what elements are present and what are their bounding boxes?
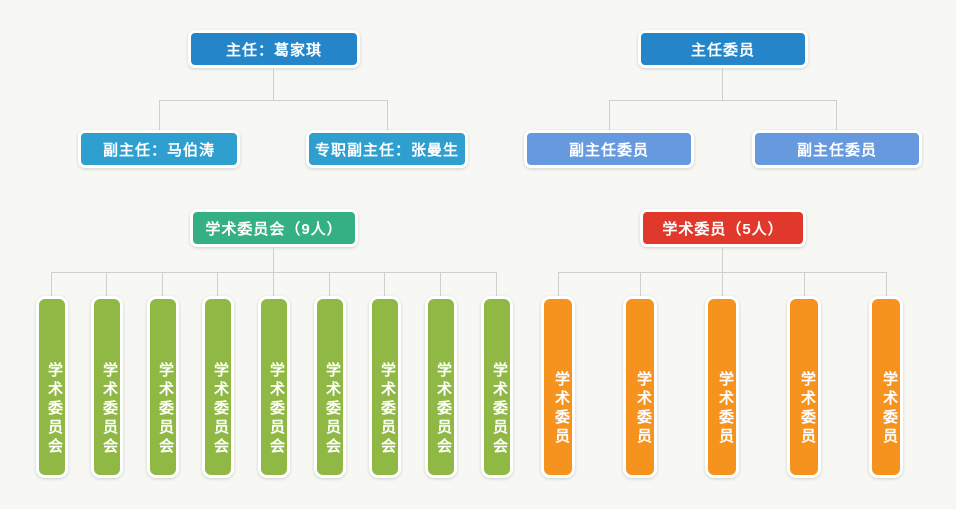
left-member-drop-line-2 bbox=[106, 272, 107, 296]
right-member-drop-line-3 bbox=[722, 272, 723, 296]
left-member-drop-line-6 bbox=[329, 272, 330, 296]
right-member-node-5[interactable]: 学术委员 bbox=[869, 296, 903, 478]
left-member-node-5[interactable]: 学术委员会 bbox=[258, 296, 290, 478]
right-root-node[interactable]: 主任委员 bbox=[638, 30, 808, 68]
left-member-drop-line-3 bbox=[162, 272, 163, 296]
left-member-node-2[interactable]: 学术委员会 bbox=[91, 296, 123, 478]
right-member-node-2[interactable]: 学术委员 bbox=[623, 296, 657, 478]
left-deputy-2-drop-line bbox=[387, 100, 388, 130]
left-member-drop-line-9 bbox=[496, 272, 497, 296]
left-member-node-6[interactable]: 学术委员会 bbox=[314, 296, 346, 478]
right-member-node-4[interactable]: 学术委员 bbox=[787, 296, 821, 478]
left-deputy-1-drop-line bbox=[159, 100, 160, 130]
left-member-node-4[interactable]: 学术委员会 bbox=[202, 296, 234, 478]
right-member-node-1[interactable]: 学术委员 bbox=[541, 296, 575, 478]
left-member-drop-line-1 bbox=[51, 272, 52, 296]
right-deputy-2-drop-line bbox=[836, 100, 837, 130]
left-member-node-3[interactable]: 学术委员会 bbox=[147, 296, 179, 478]
left-member-drop-line-7 bbox=[384, 272, 385, 296]
right-member-drop-line-5 bbox=[886, 272, 887, 296]
left-deputies-bus-line bbox=[159, 100, 388, 101]
right-root-drop-line bbox=[722, 68, 723, 100]
left-member-drop-line-4 bbox=[217, 272, 218, 296]
right-deputies-bus-line bbox=[609, 100, 837, 101]
right-deputy-1-drop-line bbox=[609, 100, 610, 130]
right-committee-drop-line bbox=[722, 247, 723, 272]
right-member-node-3[interactable]: 学术委员 bbox=[705, 296, 739, 478]
left-deputy-node-2[interactable]: 专职副主任：张曼生 bbox=[306, 130, 468, 168]
left-member-drop-line-5 bbox=[273, 272, 274, 296]
left-member-node-9[interactable]: 学术委员会 bbox=[481, 296, 513, 478]
right-member-drop-line-1 bbox=[558, 272, 559, 296]
right-committee-node[interactable]: 学术委员（5人） bbox=[640, 209, 806, 247]
left-member-node-8[interactable]: 学术委员会 bbox=[425, 296, 457, 478]
left-member-node-1[interactable]: 学术委员会 bbox=[36, 296, 68, 478]
left-committee-drop-line bbox=[273, 247, 274, 272]
left-member-node-7[interactable]: 学术委员会 bbox=[369, 296, 401, 478]
right-deputy-node-2[interactable]: 副主任委员 bbox=[752, 130, 922, 168]
left-deputy-node-1[interactable]: 副主任：马伯涛 bbox=[78, 130, 240, 168]
right-member-drop-line-4 bbox=[804, 272, 805, 296]
left-root-drop-line bbox=[273, 68, 274, 100]
right-deputy-node-1[interactable]: 副主任委员 bbox=[524, 130, 694, 168]
left-committee-node[interactable]: 学术委员会（9人） bbox=[190, 209, 358, 247]
left-member-drop-line-8 bbox=[440, 272, 441, 296]
left-root-node[interactable]: 主任：葛家琪 bbox=[188, 30, 360, 68]
right-member-drop-line-2 bbox=[640, 272, 641, 296]
